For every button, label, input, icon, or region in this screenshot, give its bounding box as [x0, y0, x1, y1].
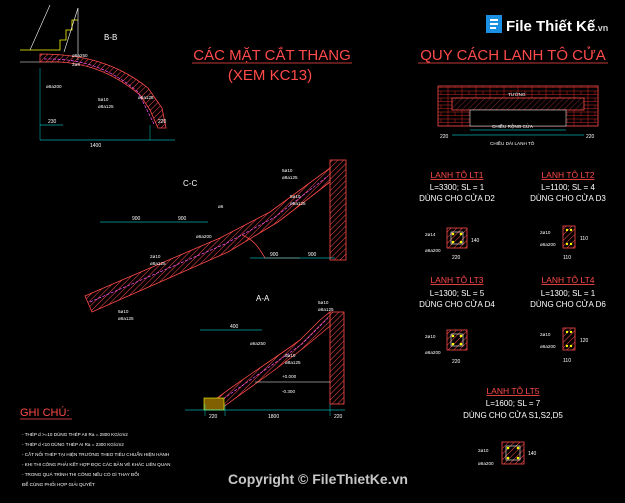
svg-text:2ø10: 2ø10 [478, 448, 489, 453]
svg-text:5ø10: 5ø10 [290, 194, 301, 199]
lintel-lt2: LANH TÔ LT2 L=1100; SL = 4 DÙNG CHO CỬA … [530, 170, 606, 261]
svg-text:220: 220 [586, 134, 595, 140]
svg-text:ø6a200: ø6a200 [540, 344, 556, 349]
notes-block: GHI CHÚ: - THÉP d >=10 DÙNG THÉP AII Ra … [20, 406, 170, 487]
lintel-title: QUY CÁCH LANH TÔ CỬA [420, 46, 606, 64]
svg-text:2ø10: 2ø10 [540, 230, 551, 235]
svg-text:- TRONG QUÁ TRÌNH THI CÔNG NẾU: - TRONG QUÁ TRÌNH THI CÔNG NẾU CÓ GÌ THA… [22, 471, 139, 477]
svg-text:ø8a125: ø8a125 [285, 360, 301, 365]
svg-text:ø6: ø6 [218, 204, 224, 209]
svg-text:- KHI THI CÔNG PHẢI KẾT HỢP ĐỌ: - KHI THI CÔNG PHẢI KẾT HỢP ĐỌC CÁC BẢN … [22, 460, 170, 467]
svg-text:CHIỀU RỘNG CỬA: CHIỀU RỘNG CỬA [492, 123, 534, 129]
svg-text:400: 400 [230, 324, 239, 330]
svg-text:ø6a125: ø6a125 [290, 201, 306, 206]
svg-text:ø8a125: ø8a125 [150, 261, 166, 266]
svg-text:ø6a200: ø6a200 [478, 461, 494, 466]
svg-text:ø6a250: ø6a250 [250, 341, 266, 346]
lintel-lt5: LANH TÔ LT5 L=1600; SL = 7 DÙNG CHO CỬA … [463, 386, 563, 466]
svg-text:5ø10: 5ø10 [282, 168, 293, 173]
svg-text:DÙNG CHO CỬA S1,S2,D5: DÙNG CHO CỬA S1,S2,D5 [463, 411, 563, 420]
svg-text:2ø10: 2ø10 [540, 332, 551, 337]
svg-text:+0.000: +0.000 [282, 374, 297, 379]
svg-text:220: 220 [209, 414, 218, 420]
svg-text:900: 900 [270, 252, 279, 258]
svg-text:1400: 1400 [90, 143, 101, 149]
section-aa-label: A-A [256, 294, 270, 303]
svg-text:L=1300; SL = 5: L=1300; SL = 5 [430, 289, 485, 298]
stairs-reference: (XEM KC13) [228, 67, 312, 84]
section-bb-label: B-B [104, 33, 117, 42]
logo-text: File Thiết Kế.vn [506, 18, 608, 35]
svg-text:-0.300: -0.300 [282, 389, 295, 394]
svg-text:ĐỂ CÙNG PHỐI HỢP GIẢI QUYẾT: ĐỂ CÙNG PHỐI HỢP GIẢI QUYẾT [22, 481, 95, 487]
svg-text:110: 110 [563, 255, 571, 261]
svg-text:CHIỀU DÀI LANH TÔ: CHIỀU DÀI LANH TÔ [490, 140, 535, 146]
site-logo: File Thiết Kế.vn [486, 15, 608, 35]
svg-text:ø6a200: ø6a200 [425, 350, 441, 355]
svg-text:L=1100; SL = 4: L=1100; SL = 4 [541, 183, 595, 192]
svg-text:DÙNG CHO CỬA D3: DÙNG CHO CỬA D3 [530, 194, 606, 203]
svg-text:110: 110 [563, 358, 571, 364]
svg-text:L=1300; SL = 1: L=1300; SL = 1 [541, 289, 596, 298]
svg-text:2ø10: 2ø10 [425, 334, 436, 339]
section-aa: A-A 5ø10 ø8a125 ø6a250 6ø10 ø8a125 400 2… [185, 294, 345, 420]
svg-text:ø6a125: ø6a125 [118, 316, 134, 321]
svg-text:220: 220 [452, 359, 461, 365]
lintel-lt4: LANH TÔ LT4 L=1300; SL = 1 DÙNG CHO CỬA … [530, 275, 606, 364]
svg-text:1800: 1800 [268, 414, 279, 420]
svg-text:ø6a200: ø6a200 [196, 234, 212, 239]
svg-text:ø8a125: ø8a125 [98, 104, 114, 109]
lintel-lt3: LANH TÔ LT3 L=1300; SL = 5 DÙNG CHO CỬA … [419, 275, 495, 365]
svg-text:ø6a200: ø6a200 [540, 242, 556, 247]
svg-text:DÙNG CHO CỬA D4: DÙNG CHO CỬA D4 [419, 300, 495, 309]
svg-text:220: 220 [452, 255, 461, 261]
svg-text:220: 220 [334, 414, 343, 420]
svg-text:6ø10: 6ø10 [285, 353, 296, 358]
svg-text:140: 140 [528, 451, 537, 457]
svg-text:220: 220 [440, 134, 449, 140]
svg-text:TƯỜNG: TƯỜNG [508, 91, 526, 97]
watermark: Copyright © FileThietKe.vn [228, 471, 408, 487]
svg-text:ø6a250: ø6a250 [72, 53, 88, 58]
svg-text:5ø10: 5ø10 [118, 309, 129, 314]
stairs-title: CÁC MẶT CẮT THANG [193, 46, 351, 64]
svg-text:ø8a125: ø8a125 [282, 175, 298, 180]
svg-text:230: 230 [48, 119, 57, 125]
svg-text:DÙNG CHO CỬA D2: DÙNG CHO CỬA D2 [419, 194, 495, 203]
svg-text:900: 900 [178, 216, 187, 222]
svg-text:- THÉP d >=10 DÙNG THÉP AII: - THÉP d >=10 DÙNG THÉP AII Ra = 2800 KG… [22, 431, 128, 437]
svg-text:2ø10: 2ø10 [150, 254, 161, 259]
svg-text:5ø10: 5ø10 [318, 300, 329, 305]
svg-text:ø8a125: ø8a125 [318, 307, 334, 312]
svg-text:900: 900 [308, 252, 317, 258]
svg-text:ø6a125: ø6a125 [138, 95, 154, 100]
svg-text:ø6a200: ø6a200 [46, 84, 62, 89]
lintel-lt1: LANH TÔ LT1 L=3300; SL = 1 DÙNG CHO CỬA … [419, 170, 495, 261]
svg-text:- THÉP d <10 DÙNG THÉP AI: - THÉP d <10 DÙNG THÉP AI Ra = 2300 KG/c… [22, 441, 124, 447]
section-cc-label: C-C [183, 179, 197, 188]
svg-text:2ø8: 2ø8 [72, 62, 80, 67]
svg-text:140: 140 [471, 238, 480, 244]
svg-text:LANH TÔ LT2: LANH TÔ LT2 [541, 170, 594, 180]
svg-text:2ø14: 2ø14 [425, 232, 436, 237]
svg-text:900: 900 [132, 216, 141, 222]
svg-text:110: 110 [580, 236, 588, 242]
section-cc: C-C 5ø10 ø8a125 ø6 5ø10 ø6a125 ø6a200 2ø… [84, 159, 347, 321]
svg-text:- CẮT NỐI THÉP TẠI HIỆN TRƯỜNG: - CẮT NỐI THÉP TẠI HIỆN TRƯỜNG THEO TIÊU… [22, 450, 169, 457]
svg-text:220: 220 [158, 119, 167, 125]
notes-heading: GHI CHÚ: [20, 406, 70, 419]
svg-text:LANH TÔ LT4: LANH TÔ LT4 [541, 275, 594, 285]
svg-text:LANH TÔ LT3: LANH TÔ LT3 [430, 275, 483, 285]
svg-text:L=1600; SL = 7: L=1600; SL = 7 [486, 399, 541, 408]
svg-text:ø6a200: ø6a200 [425, 248, 441, 253]
svg-text:5ø10: 5ø10 [98, 97, 109, 102]
svg-text:DÙNG CHO CỬA D6: DÙNG CHO CỬA D6 [530, 300, 606, 309]
svg-text:LANH TÔ LT1: LANH TÔ LT1 [430, 170, 483, 180]
svg-text:L=3300; SL = 1: L=3300; SL = 1 [430, 183, 485, 192]
lintel-elevation: TƯỜNG CHIỀU RỘNG CỬA CHIỀU DÀI LANH TÔ 2… [437, 85, 599, 146]
section-bb: B-B ø6a250 2ø8 ø6a200 5ø10 ø8a125 ø6a125… [20, 4, 175, 149]
svg-text:120: 120 [580, 338, 589, 344]
svg-text:LANH TÔ LT5: LANH TÔ LT5 [486, 386, 539, 396]
